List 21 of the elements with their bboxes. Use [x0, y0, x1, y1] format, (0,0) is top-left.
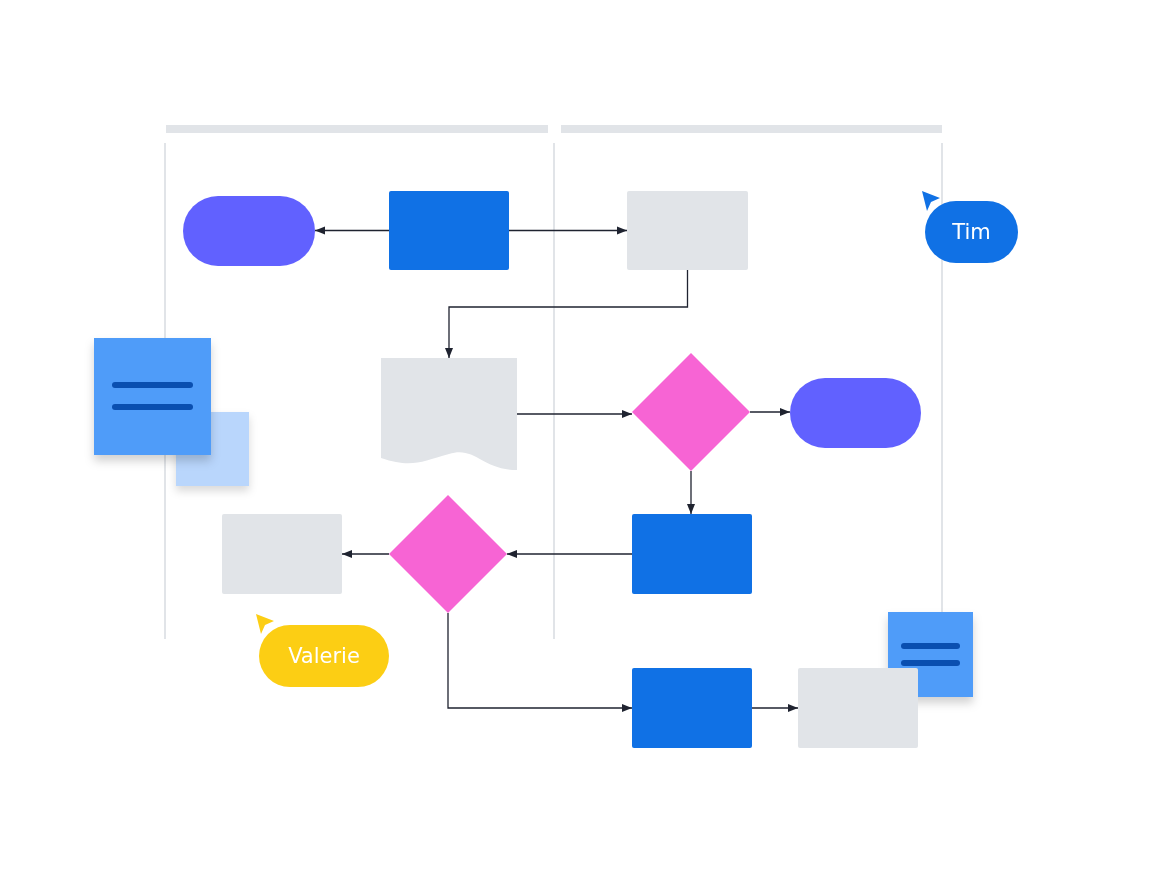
process-box	[222, 514, 342, 594]
arrow	[751, 703, 799, 713]
arrow	[749, 407, 791, 417]
arrow	[341, 549, 390, 559]
decision-diamond	[389, 495, 507, 613]
arrow	[506, 549, 633, 559]
arrow	[508, 226, 628, 235]
decision-diamond	[632, 353, 750, 471]
process-box	[632, 514, 752, 594]
user-name-tag: Valerie	[259, 625, 389, 687]
process-box	[627, 191, 748, 270]
process-box	[798, 668, 918, 748]
process-box	[632, 668, 752, 748]
process-box	[389, 191, 509, 270]
arrow	[686, 470, 696, 515]
arrow	[444, 269, 689, 359]
arrow	[447, 612, 633, 713]
arrow	[516, 409, 633, 419]
arrow	[314, 226, 390, 235]
document-shape	[381, 358, 517, 470]
user-name-tag: Tim	[925, 201, 1018, 263]
